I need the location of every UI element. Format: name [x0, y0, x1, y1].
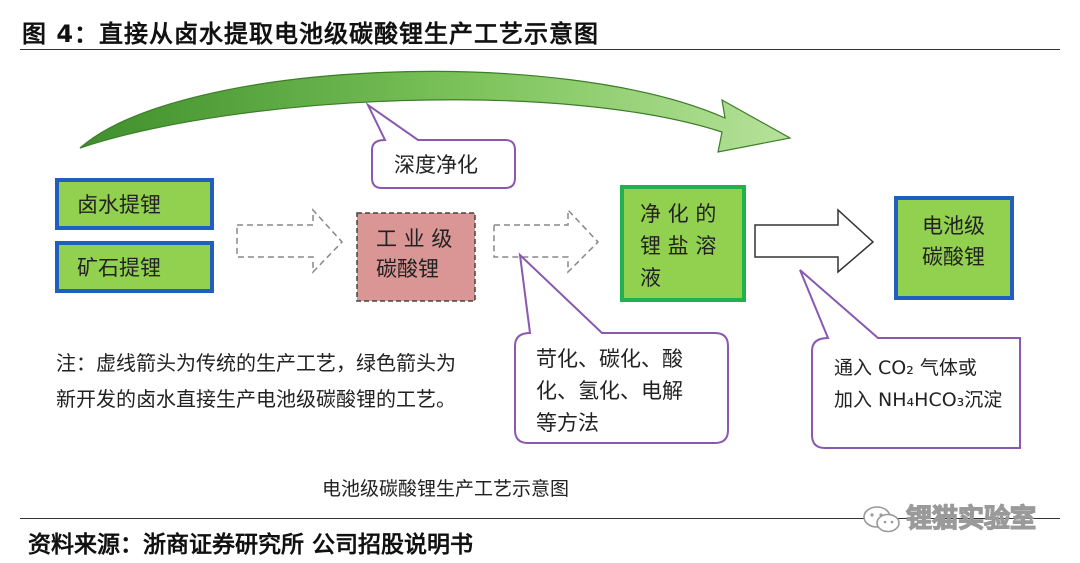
figure-title: 图 4：直接从卤水提取电池级碳酸锂生产工艺示意图 [22, 20, 600, 48]
node-ore [55, 241, 214, 293]
dashed-arrow-2 [493, 208, 600, 274]
node-ore-label: 矿石提锂 [77, 256, 161, 280]
callout-co2-shape [799, 269, 1021, 449]
diagram-note: 注：虚线箭头为传统的生产工艺，绿色箭头为新开发的卤水直接生产电池级碳酸锂的工艺。 [56, 351, 456, 411]
node-industrial-line1: 工 业 级 [376, 227, 452, 251]
callout-co2-line1: 通入 CO₂ 气体或 [834, 357, 977, 379]
callout-methods-line2: 化、氢化、电解 [536, 379, 683, 403]
node-brine-label: 卤水提锂 [77, 193, 161, 217]
node-purified-line2: 锂 盐 溶 [640, 234, 716, 258]
node-battery [894, 196, 1014, 300]
source-line: 资料来源：浙商证券研究所 公司招股说明书 [28, 532, 474, 558]
solid-arrow [754, 208, 875, 274]
footer-divider [20, 518, 1060, 519]
node-purified-line1: 净 化 的 [640, 202, 716, 226]
node-brine [55, 178, 214, 230]
callout-co2-line2: 加入 NH₄HCO₃沉淀 [834, 389, 1002, 411]
diagram-caption: 电池级碳酸锂生产工艺示意图 [322, 478, 570, 500]
wechat-icon [863, 506, 900, 533]
callout-methods-shape [514, 252, 729, 444]
node-purified [620, 185, 746, 302]
title-divider [20, 49, 1060, 50]
node-industrial-line2: 碳酸锂 [376, 257, 439, 281]
node-battery-line1: 电池级 [922, 214, 985, 238]
watermark-text: 锂猫实验室 [905, 503, 1037, 534]
callout-methods-line3: 等方法 [536, 411, 599, 435]
callout-deep-purify-shape [365, 101, 516, 189]
node-industrial [356, 212, 476, 302]
dashed-arrow-1 [236, 208, 344, 274]
green-curved-arrow [79, 70, 792, 153]
callout-methods-line1: 苛化、碳化、酸 [536, 347, 683, 371]
callout-deep-purify: 深度净化 [394, 153, 478, 177]
node-battery-line2: 碳酸锂 [922, 245, 985, 269]
node-purified-line3: 液 [640, 266, 661, 290]
